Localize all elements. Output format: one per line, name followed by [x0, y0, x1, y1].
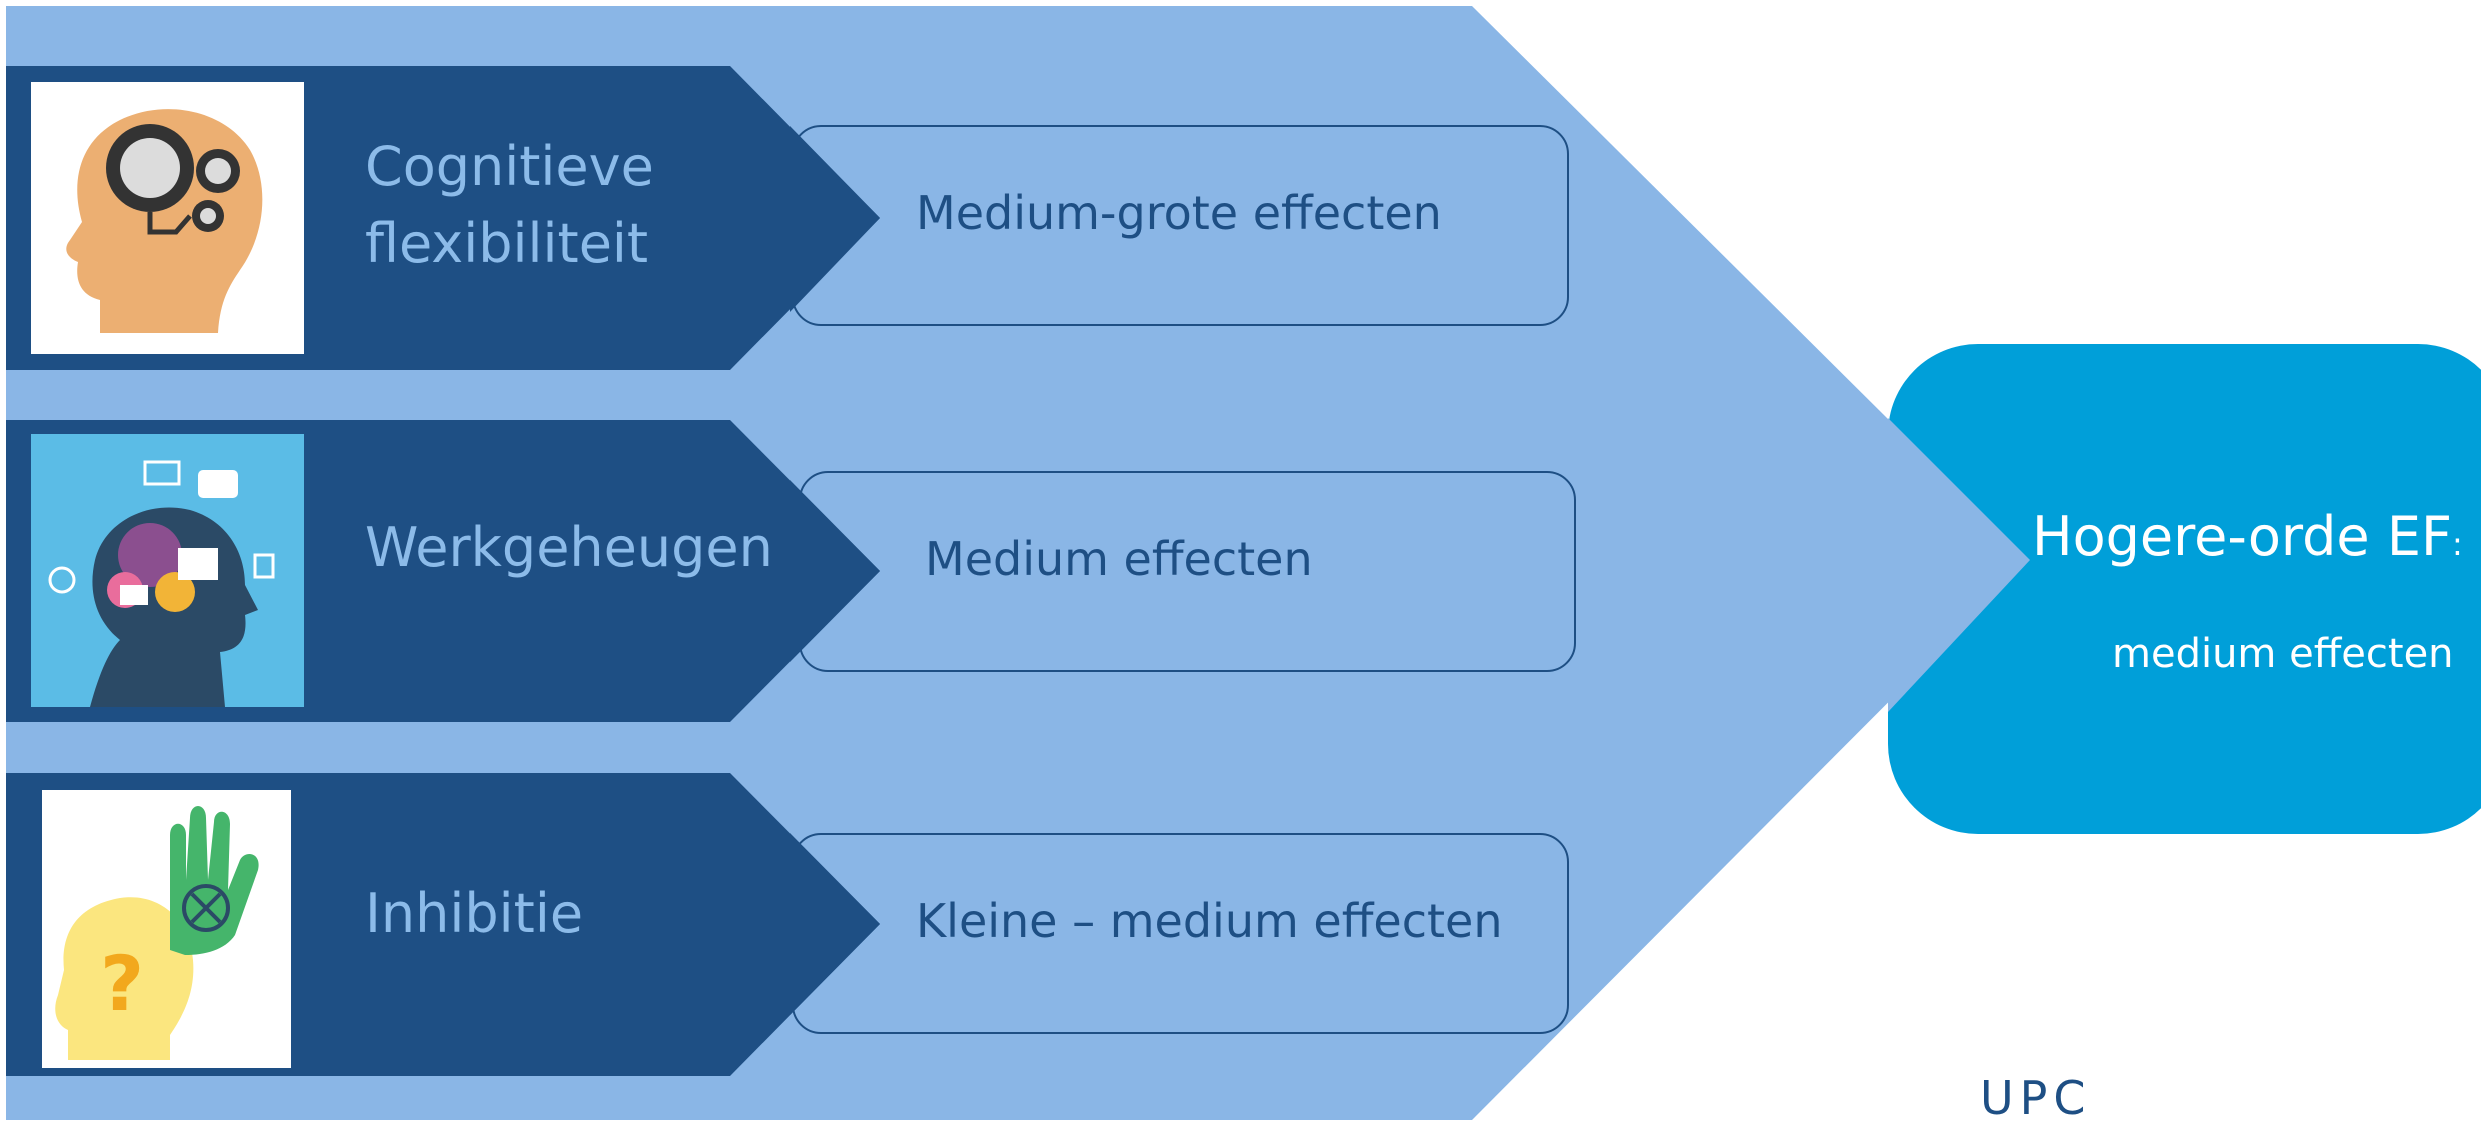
head-gears-icon: [31, 82, 304, 354]
row-chevron-1-tip: [790, 126, 880, 312]
result-subtitle: medium effecten: [2112, 631, 2454, 677]
svg-text:?: ?: [100, 939, 144, 1028]
row-label-cognitive-flexibility: Cognitieve flexibiliteit: [365, 135, 654, 275]
head-working-memory-icon: [31, 434, 304, 707]
result-title: Hogere-orde EF:: [2032, 505, 2463, 576]
result-title-text: Hogere-orde EF: [2032, 505, 2453, 568]
head-stop-hand-icon: ?: [42, 790, 291, 1068]
row-label-working-memory: Werkgeheugen: [365, 516, 773, 579]
result-box-notch: [1888, 418, 2030, 712]
effect-text-inhibition: Kleine – medium effecten: [916, 894, 1503, 948]
effect-text-working-memory: Medium effecten: [925, 532, 1313, 586]
upc-logo: UPC: [1980, 1071, 2092, 1125]
effect-text-cognitive-flexibility: Medium-grote effecten: [916, 186, 1442, 240]
row-chevron-2-tip: [790, 480, 880, 662]
row-label-inhibition: Inhibitie: [365, 882, 584, 945]
result-title-colon: :: [2452, 525, 2463, 563]
result-box: [1888, 344, 2481, 834]
row-chevron-3-tip: [790, 833, 880, 1015]
